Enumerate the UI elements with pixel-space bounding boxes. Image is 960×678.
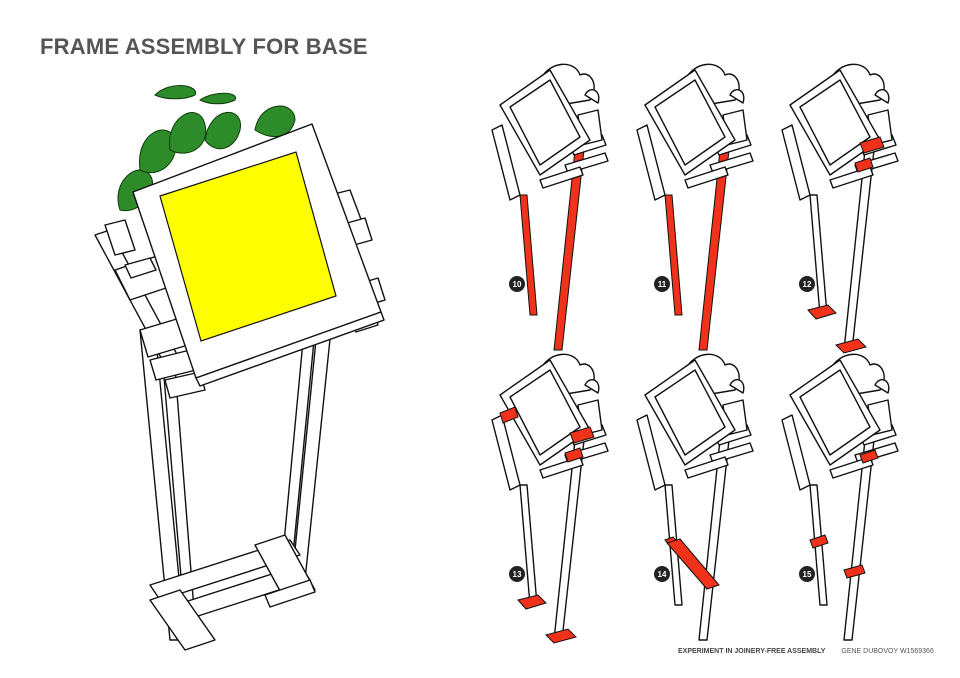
assembly-step-13: 13 [491,353,609,644]
step-number: 10 [513,280,522,289]
step-number-badge [799,566,815,582]
rail-block [539,456,584,479]
highlight-block [859,449,879,464]
rail-block [684,166,729,189]
step-number: 13 [513,570,522,579]
footer: EXPERIMENT IN JOINERY-FREE ASSEMBLY GENE… [678,648,934,655]
step-number-badge [509,566,525,582]
step-number: 14 [658,570,667,579]
foot [807,304,837,320]
side-rail [781,124,811,201]
assembly-step-15: 15 [781,353,899,641]
leg [809,194,828,316]
side-rail [781,414,811,491]
step-number: 11 [658,280,667,289]
highlight-block [809,534,829,549]
plant-icon [874,379,890,394]
rail-block [684,456,729,479]
rail-block [539,166,584,189]
page-title: FRAME ASSEMBLY FOR BASE [40,34,368,59]
plant-icon [874,89,890,104]
plant-icon [584,89,600,104]
rail-block [829,166,874,189]
plant-icon [729,379,745,394]
side-rail [636,124,666,201]
assembly-step-14: 14 [636,353,754,641]
plant-icon [729,89,745,104]
side-rail [491,414,521,491]
foot [517,594,547,610]
highlight-block [854,157,874,173]
highlight-block [843,564,866,579]
yellow-panel [159,151,337,342]
main-stand-drawing [94,85,386,651]
step-number: 15 [803,570,812,579]
step-number-badge [654,276,670,292]
frame-inner [799,369,871,456]
assembly-step-12: 12 [781,63,899,354]
assembly-step-10: 10 [491,63,609,351]
project-title: EXPERIMENT IN JOINERY-FREE ASSEMBLY [678,648,826,655]
plant-icon [584,379,600,394]
frame-inner [509,79,581,166]
side-rail [636,414,666,491]
frame-inner [509,369,581,456]
author-credit: GENE DUBOVOY W1569366 [841,648,934,655]
side-rail [491,124,521,201]
step-number-badge [799,276,815,292]
foot [835,338,867,354]
highlight-block [564,447,584,463]
leg [664,194,683,316]
step-number-badge [654,566,670,582]
frame-inner [799,79,871,166]
leg [519,194,538,316]
foot [545,628,577,644]
step-number-badge [509,276,525,292]
frame-inner [654,369,726,456]
step-number: 12 [803,280,812,289]
highlight-block [499,406,519,424]
bottom-bar [666,538,720,590]
highlight-block [569,426,595,444]
frame-inner [654,79,726,166]
assembly-step-11: 11 [636,63,754,351]
leg [519,484,538,606]
highlight-block [859,136,885,154]
